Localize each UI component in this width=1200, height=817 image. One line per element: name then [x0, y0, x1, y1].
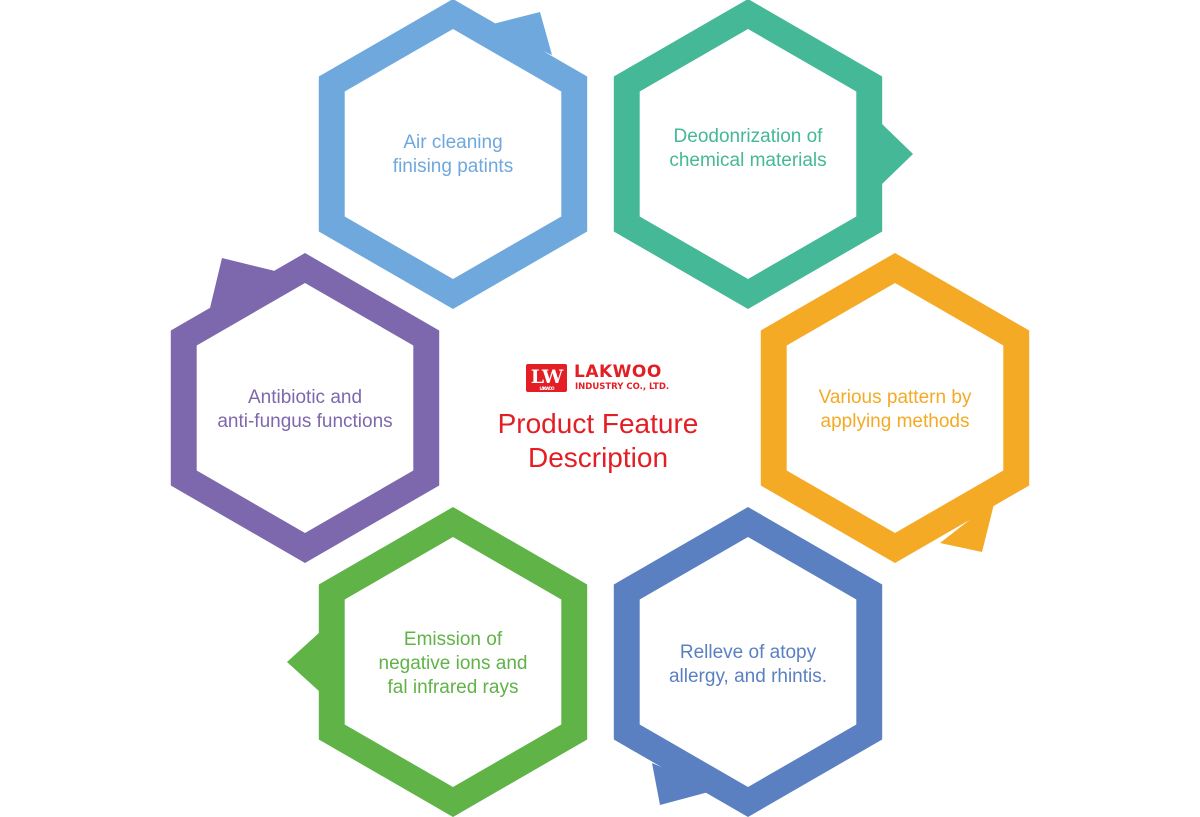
logo-mark: LW LAKWOO: [526, 364, 567, 392]
title-line-1: Product Feature: [497, 408, 699, 439]
diagram-title: Product Feature Description: [468, 407, 728, 475]
feature-line: fal infrared rays: [387, 677, 519, 698]
logo-mark-letters: LW: [530, 366, 563, 388]
feature-line: Air cleaning: [403, 132, 503, 153]
hexagon-notch: [485, 12, 552, 55]
feature-line: finising patints: [392, 156, 514, 177]
feature-antibiotic: Antibiotic and anti-fungus functions: [190, 386, 420, 434]
hexagon-frame: [613, 0, 913, 309]
hexagon-frame: [318, 0, 588, 309]
feature-line: Antibiotic and: [247, 387, 363, 408]
feature-line: Deodonrization of: [673, 126, 823, 147]
feature-line: applying methods: [820, 411, 970, 432]
feature-line: negative ions and: [378, 653, 528, 674]
hexagon-notch: [210, 258, 275, 308]
hexagon-notch: [287, 632, 320, 692]
hexagon-frame: [613, 507, 883, 817]
feature-atopy-relief: Relleve of atopy allergy, and rhintis.: [633, 641, 863, 689]
feature-air-cleaning: Air cleaning finising patints: [338, 131, 568, 179]
title-line-2: Description: [527, 442, 669, 473]
feature-line: allergy, and rhintis.: [668, 666, 828, 687]
feature-negative-ions: Emission of negative ions and fal infrar…: [338, 628, 568, 700]
feature-line: chemical materials: [669, 150, 827, 171]
company-name: LAKWOO: [574, 362, 662, 382]
hexagon-frame: [760, 253, 1030, 563]
hexagon-frame: [170, 253, 440, 563]
company-subtitle: INDUSTRY CO., LTD.: [575, 382, 670, 392]
hexagon-frame: [287, 507, 588, 817]
feature-line: Relleve of atopy: [679, 642, 817, 663]
feature-line: Emission of: [403, 629, 503, 650]
feature-deodorization: Deodonrization of chemical materials: [633, 125, 863, 173]
logo-mark-sub: LAKWOO: [539, 386, 555, 391]
hexagon-notch: [880, 122, 913, 186]
feature-various-pattern: Various pattern by applying methods: [780, 386, 1010, 434]
feature-line: anti-fungus functions: [217, 411, 393, 432]
feature-line: Various pattern by: [818, 387, 972, 408]
hexagon-notch: [652, 763, 716, 805]
